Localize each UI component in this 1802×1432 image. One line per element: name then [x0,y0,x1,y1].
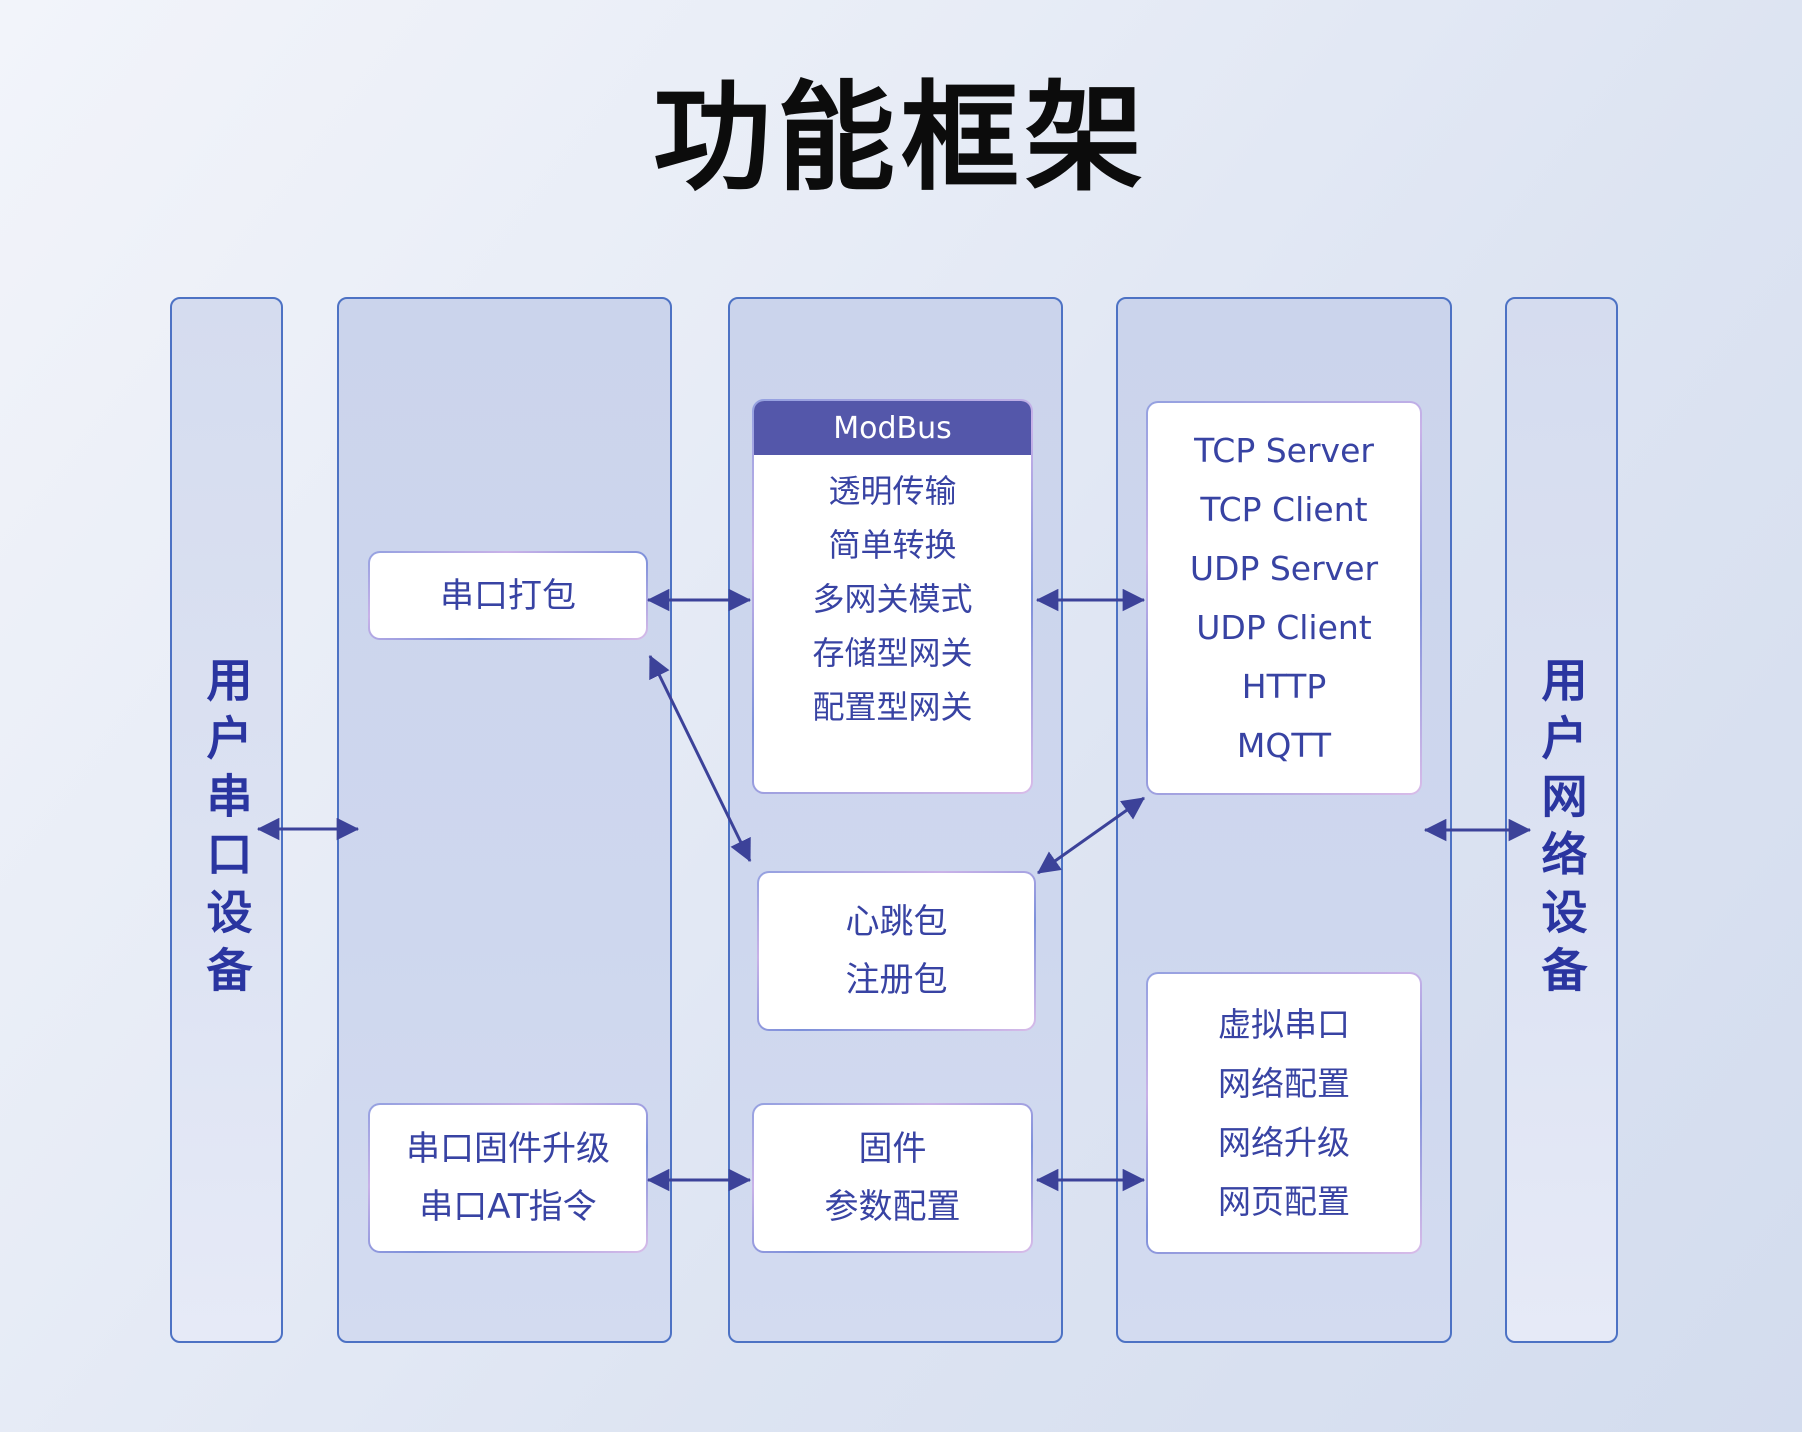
network-protocol-box: TCP Server TCP Client UDP Server UDP Cli… [1146,401,1422,795]
firmware-label: 固件 [858,1129,927,1169]
serial-at-command-label: 串口AT指令 [419,1187,597,1227]
serial-firmware-upgrade-label: 串口固件升级 [406,1129,610,1169]
serial-pack-label: 串口打包 [440,575,576,616]
protocol-item: UDP Client [1196,608,1372,647]
protocol-item: UDP Server [1189,549,1379,588]
modbus-item: 存储型网关 [812,634,973,672]
network-tool-item: 网络升级 [1218,1123,1350,1162]
modbus-item: 多网关模式 [812,580,973,618]
parameter-config-label: 参数配置 [824,1187,961,1227]
modbus-item: 简单转换 [828,526,957,564]
firmware-box: 固件 参数配置 [752,1103,1033,1253]
modbus-item: 配置型网关 [812,688,973,726]
protocol-item: TCP Client [1200,490,1368,529]
serial-upgrade-box: 串口固件升级 串口AT指令 [368,1103,648,1253]
protocol-item: MQTT [1236,726,1332,765]
network-tools-box: 虚拟串口 网络配置 网络升级 网页配置 [1146,972,1422,1254]
network-tool-item: 虚拟串口 [1218,1005,1350,1044]
network-tool-item: 网络配置 [1218,1064,1350,1103]
modbus-body: 透明传输 简单转换 多网关模式 存储型网关 配置型网关 [754,455,1031,792]
register-packet-label: 注册包 [845,960,948,1000]
page-title: 功能框架 [652,69,1149,207]
heartbeat-box: 心跳包 注册包 [757,871,1036,1031]
panel-user-serial-device: 用户串口设备 [170,297,283,1343]
user-network-device-label: 用户网络设备 [1534,656,1589,1004]
protocol-item: TCP Server [1194,431,1374,470]
modbus-box: ModBus 透明传输 简单转换 多网关模式 存储型网关 配置型网关 [752,399,1033,794]
modbus-item: 透明传输 [828,472,957,510]
user-serial-device-label: 用户串口设备 [199,656,254,1004]
modbus-header: ModBus [754,401,1031,455]
heartbeat-packet-label: 心跳包 [845,902,948,942]
protocol-item: HTTP [1241,667,1327,706]
panel-user-network-device: 用户网络设备 [1505,297,1618,1343]
network-tool-item: 网页配置 [1218,1182,1350,1221]
serial-pack-box: 串口打包 [368,551,648,640]
